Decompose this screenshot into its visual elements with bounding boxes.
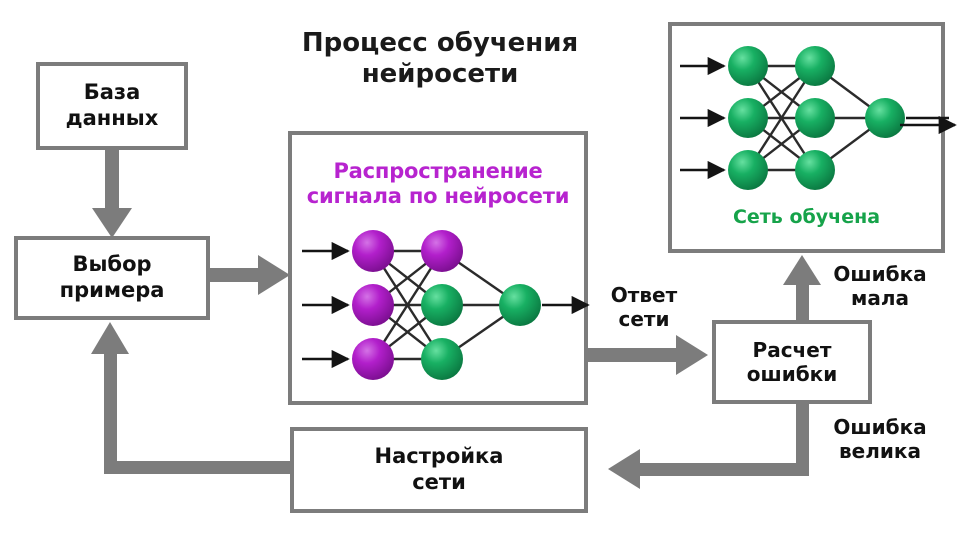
arrow-database-to-example-head [92,208,132,238]
arrow-error-small-shaft [796,285,809,325]
trained-network-output-arrow [900,115,957,135]
arrow-answer-head [676,335,708,375]
neural-network-training-diagram [302,230,590,380]
page-title: Процесс обучения нейросети [301,28,579,89]
trained-network-caption: Сеть обучена [732,205,881,228]
arrow-example-to-propagation-head [258,255,290,295]
arrow-tune-to-example-head [91,322,129,354]
arrow-database-to-example-shaft [105,150,119,212]
arrow-error-big-shaft-vertical [796,400,809,463]
neural-network-trained-diagram [680,46,949,190]
arrow-error-big-shaft-horizontal [640,463,809,476]
arrow-tune-to-example-shaft-horizontal [104,461,294,474]
arrow-error-big-head [608,449,640,489]
arrow-tune-to-example-shaft-vertical [104,352,117,464]
arrow-example-to-propagation-shaft [208,268,262,282]
arrow-answer-shaft-horizontal [588,348,680,362]
arrow-error-small-head [783,255,821,285]
box-trained-network[interactable]: Сеть обучена [668,22,949,253]
